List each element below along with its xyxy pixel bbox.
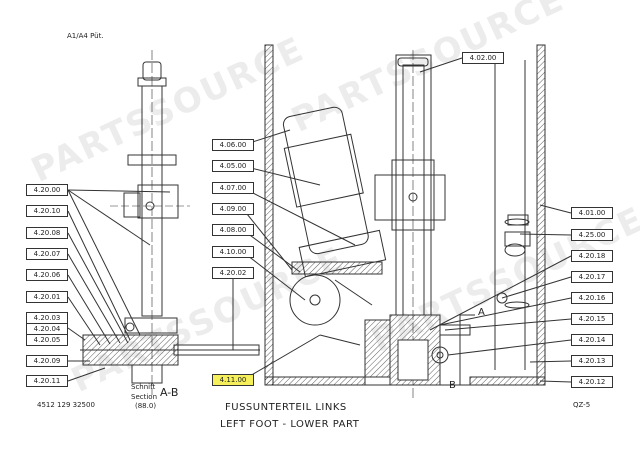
callout-label[interactable]: 4.08.00 — [212, 224, 254, 236]
callout-label[interactable]: 4.25.00 — [571, 229, 613, 241]
callout-label[interactable]: 4.20.02 — [212, 267, 254, 279]
callout-label[interactable]: 4.20.17 — [571, 271, 613, 283]
callout-label[interactable]: 4.20.00 — [26, 184, 68, 196]
callout-label[interactable]: 4.01.00 — [571, 207, 613, 219]
callout-label[interactable]: 4.20.06 — [26, 269, 68, 281]
section-name: A-B — [160, 386, 179, 399]
callout-label[interactable]: 4.20.18 — [571, 250, 613, 262]
callout-label[interactable]: 4.20.13 — [571, 355, 613, 367]
callout-label[interactable]: 4.20.10 — [26, 205, 68, 217]
callout-label[interactable]: 4.20.08 — [26, 227, 68, 239]
callout-label[interactable]: 4.07.00 — [212, 182, 254, 194]
callout-label[interactable]: 4.20.11 — [26, 375, 68, 387]
section-mark-a: A — [478, 307, 485, 318]
callout-label-top[interactable]: 4.02.00 — [462, 52, 504, 64]
callout-label[interactable]: 4.20.07 — [26, 248, 68, 260]
sheet-format: A1/A4 Püt. — [67, 32, 104, 40]
callout-label[interactable]: 4.20.14 — [571, 334, 613, 346]
callout-label[interactable]: 4.20.16 — [571, 292, 613, 304]
section-label-en: Section — [131, 393, 158, 401]
callout-label-highlighted[interactable]: 4.11.00 — [212, 374, 254, 386]
callout-label[interactable]: 4.20.09 — [26, 355, 68, 367]
section-mark-b: B — [449, 380, 456, 391]
section-label-de: Schnift — [131, 383, 156, 391]
sheet-id: QZ-5 — [573, 401, 591, 409]
callout-label[interactable]: 4.20.05 — [26, 334, 68, 346]
title-english: LEFT FOOT - LOWER PART — [220, 419, 360, 430]
callout-label[interactable]: 4.06.00 — [212, 139, 254, 151]
drawing-number: 4512 129 32500 — [37, 401, 95, 409]
callout-label[interactable]: 4.05.00 — [212, 160, 254, 172]
section-scale: (88.0) — [135, 402, 157, 410]
callout-label[interactable]: 4.20.15 — [571, 313, 613, 325]
callout-label[interactable]: 4.09.00 — [212, 203, 254, 215]
callout-label[interactable]: 4.20.12 — [571, 376, 613, 388]
title-german: FUSSUNTERTEIL LINKS — [225, 402, 347, 413]
callout-label[interactable]: 4.20.01 — [26, 291, 68, 303]
callout-label[interactable]: 4.10.00 — [212, 246, 254, 258]
